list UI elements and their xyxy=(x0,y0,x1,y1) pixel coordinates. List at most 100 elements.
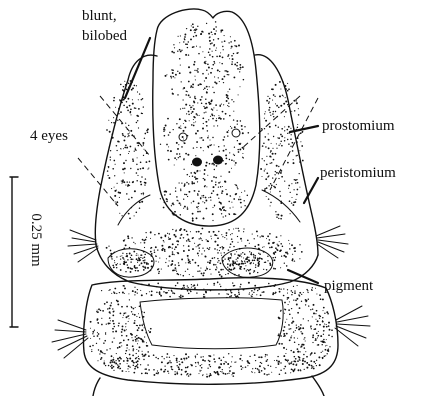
stipple-dot xyxy=(209,269,210,270)
stipple-dot xyxy=(92,331,94,333)
stipple-dot xyxy=(294,356,296,358)
stipple-dot xyxy=(231,168,232,169)
stipple-dot xyxy=(190,109,191,110)
stipple-dot xyxy=(203,197,204,198)
stipple-dot xyxy=(297,182,299,184)
scale-bar-label: 0.25 mm xyxy=(28,213,44,267)
stipple-dot xyxy=(239,86,240,87)
stipple-dot xyxy=(287,298,288,299)
stipple-dot xyxy=(170,362,172,364)
stipple-dot xyxy=(228,103,229,104)
stipple-dot xyxy=(180,190,181,191)
stipple-dot xyxy=(291,244,293,246)
stipple-dot xyxy=(274,251,276,253)
chaetae-left-upper xyxy=(68,230,98,262)
stipple-dot xyxy=(234,126,236,128)
stipple-dot xyxy=(170,264,172,266)
stipple-dot xyxy=(223,209,225,211)
stipple-dot xyxy=(256,294,257,295)
stipple-dot xyxy=(140,184,142,186)
label-pigment: pigment xyxy=(324,278,374,294)
stipple-dot xyxy=(128,83,130,85)
stipple-dot xyxy=(275,171,276,172)
stipple-dot xyxy=(301,344,303,346)
stipple-dot xyxy=(318,331,319,332)
stipple-dot xyxy=(121,180,122,181)
stipple-dot xyxy=(221,234,222,235)
stipple-dot xyxy=(273,136,274,137)
stipple-dot xyxy=(146,237,147,238)
stipple-dot xyxy=(174,293,176,295)
stipple-dot xyxy=(266,238,267,239)
stipple-dot xyxy=(233,265,234,266)
stipple-dot xyxy=(199,115,200,116)
stipple-dot xyxy=(214,33,216,35)
stipple-dot xyxy=(205,291,207,293)
stipple-dot xyxy=(123,105,125,107)
stipple-dot xyxy=(221,371,222,372)
stipple-dot xyxy=(168,237,169,238)
stipple-dot xyxy=(178,200,179,201)
stipple-dot xyxy=(115,201,116,202)
stipple-dot xyxy=(131,237,132,238)
stipple-dot xyxy=(303,354,305,356)
stipple-dot xyxy=(237,242,238,243)
stipple-dot xyxy=(181,361,183,363)
stipple-dot xyxy=(136,353,137,354)
stipple-dot xyxy=(126,253,127,254)
stipple-dot xyxy=(269,233,271,235)
stipple-dot xyxy=(286,333,288,335)
stipple-dot xyxy=(243,228,244,229)
stipple-dot xyxy=(111,367,113,369)
stipple-dot xyxy=(112,168,114,170)
stipple-dot xyxy=(271,143,272,144)
eyes-pointer-right xyxy=(240,96,318,190)
stipple-dot xyxy=(205,121,207,123)
stipple-dot xyxy=(192,87,194,89)
stipple-dot xyxy=(113,160,115,162)
stipple-dot xyxy=(186,357,188,359)
stipple-dot xyxy=(224,258,225,259)
stipple-dot xyxy=(280,218,282,220)
stipple-dot xyxy=(269,155,271,157)
stipple-dot xyxy=(196,141,198,143)
stipple-dot xyxy=(312,336,314,338)
stipple-dot xyxy=(291,202,292,203)
stipple-dot xyxy=(126,193,128,195)
stipple-dot xyxy=(214,285,215,286)
stipple-dot xyxy=(189,72,191,74)
stipple-dot xyxy=(132,355,134,357)
stipple-dot xyxy=(106,301,108,303)
stipple-dot xyxy=(201,137,203,139)
stipple-dot xyxy=(185,153,187,155)
eye-small-right xyxy=(232,129,240,137)
stipple-dot xyxy=(184,36,186,38)
stipple-dot xyxy=(148,369,150,371)
stipple-dot xyxy=(222,78,224,80)
stipple-dot xyxy=(287,83,288,84)
stipple-dot xyxy=(213,231,215,233)
stipple-dot xyxy=(193,201,195,203)
stipple-dot xyxy=(221,41,222,42)
stipple-dot xyxy=(287,253,289,255)
stipple-dot xyxy=(278,334,280,336)
stipple-dot xyxy=(127,267,128,268)
stipple-dot xyxy=(311,352,313,354)
stipple-dot xyxy=(230,234,231,235)
stipple-dot xyxy=(132,345,134,347)
stipple-dot xyxy=(282,246,284,248)
stipple-dot xyxy=(214,241,216,243)
stipple-dot xyxy=(257,235,258,236)
stipple-dot xyxy=(139,346,141,348)
stipple-dot xyxy=(127,181,128,182)
stipple-dot xyxy=(212,213,214,215)
stipple-dot xyxy=(204,202,205,203)
stipple-dot xyxy=(329,346,330,347)
stipple-dot xyxy=(229,296,230,297)
stipple-dot xyxy=(154,234,155,235)
stipple-dot xyxy=(187,269,188,270)
stipple-dot xyxy=(304,361,306,363)
stipple-dot xyxy=(230,269,232,271)
stipple-dot xyxy=(245,258,247,260)
stipple-dot xyxy=(210,72,212,74)
